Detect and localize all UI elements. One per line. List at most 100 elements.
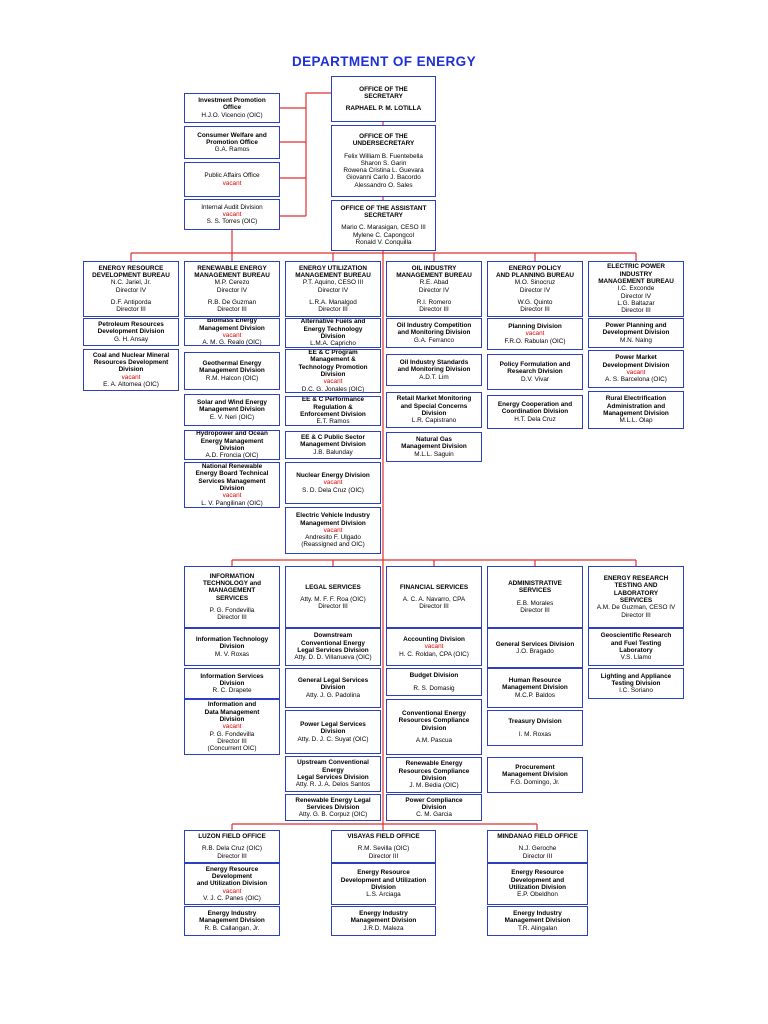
person-name: R.M. Halcon (OIC) — [205, 374, 259, 382]
box-heading: EE & C Performance Regulation & Enforcem… — [300, 396, 366, 418]
division-box: Renewable Energy Legal Services Division… — [285, 794, 381, 821]
person-name: J.B. Balunday — [313, 448, 353, 456]
box-heading: LUZON FIELD OFFICE — [198, 833, 266, 841]
division-box: Alternative Fuels and Energy Technology … — [285, 318, 381, 348]
box-heading: General Legal Services Division — [297, 677, 369, 692]
person-name: M.P. Cerezo Director IV — [214, 279, 250, 294]
box-heading: Natural Gas Management Division — [401, 436, 467, 451]
box-heading: Solar and Wind Energy Management Divisio… — [197, 399, 267, 414]
person-name: J.O. Bragado — [516, 648, 554, 655]
box-heading: RENEWABLE ENERGY MANAGEMENT BUREAU — [194, 264, 270, 279]
box-heading: EE & C Program Management & Technology P… — [298, 349, 368, 378]
box-heading: Policy Formulation and Research Division — [499, 361, 571, 376]
box-heading: EE & C Public Sector Management Division — [300, 434, 366, 449]
person-name: D.V. Vivar — [520, 375, 550, 383]
box-heading: ENERGY POLICY AND PLANNING BUREAU — [495, 264, 575, 279]
chart-title: DEPARTMENT OF ENERGY — [291, 54, 476, 69]
person-name: J. M. Bedia (OIC) — [409, 782, 459, 790]
box-heading: Investment Promotion Office — [198, 97, 266, 112]
box-heading: Geoscientific Research and Fuel Testing … — [600, 632, 672, 654]
box-heading: Rural Electrification Administration and… — [603, 395, 669, 417]
vacant-label: vacant — [323, 479, 343, 487]
box-heading: Information Services Division — [200, 672, 264, 687]
person-name: D.F. Antiporda Director III — [110, 298, 152, 314]
box-heading: Power Planning and Development Division — [602, 322, 670, 337]
box-heading: VISAYAS FIELD OFFICE — [347, 833, 420, 841]
box-heading: LEGAL SERVICES — [305, 583, 361, 591]
person-name: V.S. Llamo — [620, 654, 652, 662]
vacant-label: vacant — [323, 378, 343, 386]
box-heading: OIL INDUSTRY MANAGEMENT BUREAU — [396, 264, 472, 279]
box-heading: ENERGY UTILIZATION MANAGEMENT BUREAU — [295, 264, 371, 279]
person-name: E.B. Morales Director III — [516, 599, 554, 614]
person-name: A. M. G. Realo (OIC) — [202, 339, 262, 346]
box-heading: Power Compliance Division — [405, 796, 463, 811]
person-name: A.D.T. Lim — [419, 373, 449, 381]
box-heading: Nuclear Energy Division — [296, 472, 370, 480]
box-heading: FINANCIAL SERVICES — [399, 583, 469, 591]
box-heading: Alternative Fuels and Energy Technology … — [300, 318, 366, 340]
person-name: I.C. Exconde Director IV L.G. Baltazar D… — [617, 285, 655, 315]
person-name: G.A. Ramos — [214, 146, 250, 154]
person-name: T.R. Alingalan — [517, 924, 558, 932]
vacant-label: vacant — [222, 492, 242, 500]
box-heading: Information Technology Division — [195, 636, 269, 651]
person-name: R.B. Dela Cruz (OIC) Director III — [201, 845, 262, 860]
vacant-label: vacant — [121, 373, 141, 381]
box-heading: Consumer Welfare and Promotion Office — [197, 131, 267, 146]
person-name: H. C. Roldan, CPA (OIC) — [399, 650, 469, 658]
person-name: L. V. Pangilinan (OIC) — [201, 499, 263, 507]
division-box: Geoscientific Research and Fuel Testing … — [588, 628, 684, 666]
division-box: Information and Data Management Division… — [184, 699, 280, 755]
box-heading: RAPHAEL P. M. LOTILLA — [345, 105, 422, 113]
box-heading: Human Resource Management Division — [502, 677, 568, 692]
box-heading: Renewable Energy Legal Services Division — [295, 796, 371, 811]
person-name: R. C. Drapete — [212, 687, 252, 695]
box-heading: Energy Resource Development and Utilizat… — [508, 869, 567, 891]
person-name: E.T. Ramos — [316, 418, 350, 426]
vacant-label: vacant — [323, 526, 343, 534]
division-box: National Renewable Energy Board Technica… — [184, 462, 280, 508]
person-name: H.T. Dela Cruz — [514, 415, 556, 423]
box-heading: Energy Resource Development and Utilizat… — [340, 869, 427, 891]
division-box: Retail Market Monitoring and Special Con… — [386, 392, 482, 428]
person-name: S. D. Dela Cruz (OIC) — [302, 486, 364, 494]
person-name: G.A. Ferranco — [413, 336, 455, 344]
person-name: M.L.L. Saguin — [414, 450, 454, 458]
person-name: H.J.O. Vicencio (OIC) — [201, 111, 263, 119]
person-name: L.S. Arciaga — [366, 891, 401, 899]
division-box: EE & C Public Sector Management Division… — [285, 431, 381, 459]
person-name: L.M.A. Capricho — [310, 340, 356, 348]
box-heading: Conventional Energy Resources Compliance… — [398, 709, 470, 732]
person-name: Atty. R. J. A. Delos Santos — [295, 781, 371, 789]
box-heading: Renewable Energy Resources Compliance Di… — [398, 760, 470, 782]
person-name: M.C.P. Baldos — [514, 691, 556, 699]
box-heading: Treasury Division — [508, 718, 562, 726]
person-name: A.D. Froncia (OIC) — [205, 452, 259, 460]
division-box: Coal and Nuclear Mineral Resources Devel… — [83, 349, 179, 391]
box-heading: MINDANAO FIELD OFFICE — [497, 833, 578, 841]
division-box: Electric Vehicle Industry Management Div… — [285, 507, 381, 554]
box-heading: Downstream Conventional Energy Legal Ser… — [297, 632, 369, 654]
person-name: Atty. J. G. Padolina — [305, 691, 361, 699]
person-name: Atty. G. B. Corpuz (OIC) — [298, 811, 368, 819]
person-name: A. C. A. Navarro, CPA Director III — [402, 595, 466, 611]
division-box: Energy Resource Development and Utilizat… — [487, 863, 588, 905]
person-name: Atty. D. D. Villanueva (OIC) — [294, 654, 372, 662]
division-box: EE & C Performance Regulation & Enforcem… — [285, 396, 381, 426]
person-name: R.I. Romero Director III — [416, 298, 452, 314]
box-heading: Energy Industry Management Division — [350, 910, 417, 925]
person-name: A. S. Barcelona (OIC) — [605, 376, 667, 384]
